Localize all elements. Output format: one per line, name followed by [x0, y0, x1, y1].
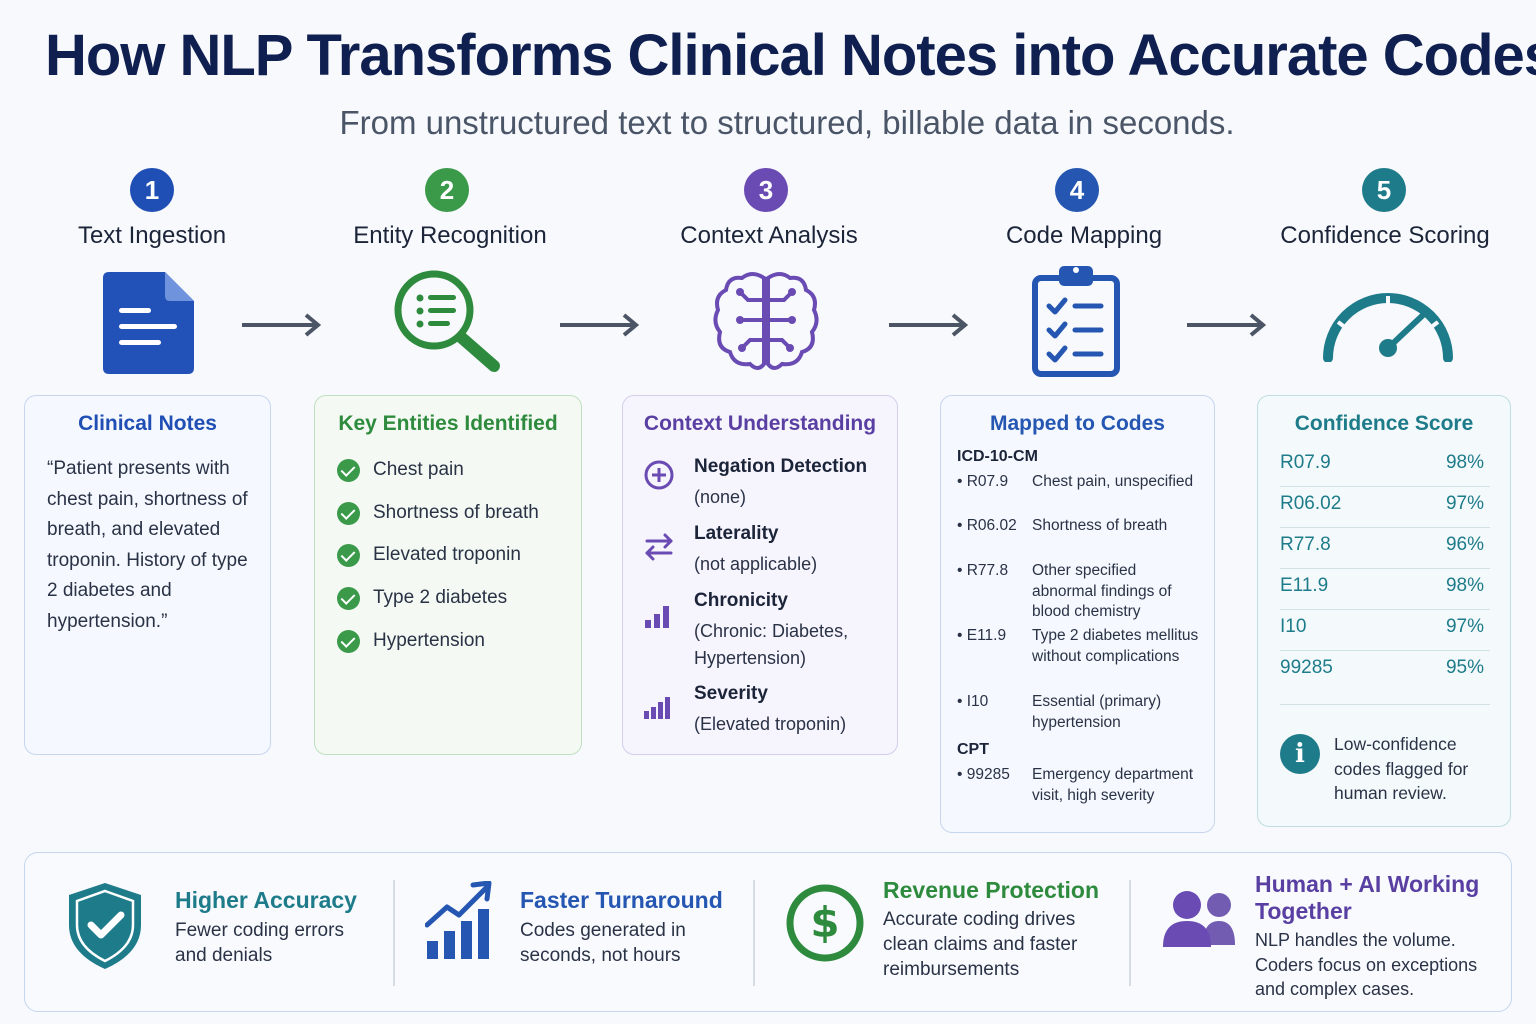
context-detail: (Elevated troponin): [694, 714, 847, 734]
dollar-circle-icon: $: [786, 884, 864, 962]
benefit-description: Codes generated in seconds, not hours: [520, 920, 686, 966]
step-number-3: 3: [744, 168, 788, 212]
icd-section-label: ICD-10-CM: [957, 448, 1038, 465]
dollar-symbol: $: [810, 898, 839, 947]
benefit-divider: [1129, 880, 1131, 986]
people-icon: [1163, 891, 1235, 947]
benefit-human-ai: Human + AI Working Together NLP handles …: [1131, 853, 1511, 1013]
context-card: Context Understanding Negation Detection…: [622, 395, 898, 755]
flow-arrow-1: [242, 313, 322, 337]
context-heading: Negation Detection: [694, 456, 868, 477]
plus-circle-icon: [644, 460, 674, 490]
entities-title: Key Entities Identified: [338, 412, 558, 435]
check-icon: [337, 458, 360, 482]
benefit-divider: [393, 880, 395, 986]
benefit-higher-accuracy: Higher Accuracy Fewer coding errors and …: [25, 853, 393, 1013]
entity-item: Elevated troponin: [337, 542, 521, 568]
clipboard-checklist-icon: [1032, 266, 1120, 377]
check-icon: [337, 629, 360, 653]
step-label-2: Entity Recognition: [353, 222, 547, 249]
context-detail: (none): [694, 487, 747, 507]
flow-arrow-2: [560, 313, 640, 337]
step-label-3: Context Analysis: [680, 222, 858, 249]
step-label-1: Text Ingestion: [77, 222, 227, 249]
step-label-4: Code Mapping: [1005, 222, 1163, 249]
clinical-notes-text: “Patient presents with chest pain, short…: [47, 458, 248, 632]
page-title: How NLP Transforms Clinical Notes into A…: [44, 23, 1536, 88]
context-heading: Chronicity: [694, 590, 788, 611]
bar-chart-icon: [645, 606, 669, 628]
shield-check-icon: [69, 883, 141, 969]
info-icon: i: [1280, 734, 1320, 774]
brain-circuit-icon: [713, 272, 819, 370]
step-number-4: 4: [1055, 168, 1099, 212]
flow-arrow-4: [1187, 313, 1267, 337]
context-title: Context Understanding: [643, 412, 877, 435]
check-icon: [337, 501, 360, 525]
benefit-title: Human + AI Working Together: [1255, 871, 1480, 924]
cpt-section-label: CPT: [957, 741, 989, 758]
benefit-title: Higher Accuracy: [175, 887, 357, 913]
flow-arrow-3: [889, 313, 969, 337]
benefits-panel: Higher Accuracy Fewer coding errors and …: [24, 852, 1512, 1012]
context-heading: Laterality: [694, 523, 779, 544]
benefit-description: Accurate coding drives clean claims and …: [883, 909, 1078, 980]
check-icon: [337, 543, 360, 567]
benefit-description: NLP handles the volume. Coders focus on …: [1255, 930, 1478, 999]
page-subtitle: From unstructured text to structured, bi…: [339, 104, 1235, 141]
swap-arrows-icon: [645, 533, 673, 561]
entity-item: Type 2 diabetes: [337, 585, 507, 611]
clinical-notes-card: Clinical Notes “Patient presents with ch…: [24, 395, 271, 755]
magnifier-list-icon: [394, 270, 500, 372]
check-icon: [337, 586, 360, 610]
confidence-title: Confidence Score: [1294, 412, 1474, 435]
step-number-5: 5: [1362, 168, 1406, 212]
benefit-title: Faster Turnaround: [520, 887, 723, 913]
benefit-revenue-protection: $ Revenue Protection Accurate coding dri…: [755, 853, 1129, 1013]
benefit-description: Fewer coding errors and denials: [175, 920, 344, 966]
growth-chart-icon: [425, 881, 492, 959]
entity-item: Shortness of breath: [337, 500, 539, 526]
step-number-1: 1: [130, 168, 174, 212]
entities-card: Key Entities Identified Chest pain Short…: [314, 395, 582, 755]
review-note: Low-confidence codes flagged for human r…: [1334, 734, 1469, 803]
gauge-icon: [1323, 293, 1453, 362]
step-number-2: 2: [425, 168, 469, 212]
context-heading: Severity: [694, 683, 768, 704]
context-detail: (Chronic: Diabetes, Hypertension): [694, 621, 849, 668]
entity-item: Hypertension: [337, 628, 485, 654]
codes-title: Mapped to Codes: [989, 412, 1165, 435]
context-detail: (not applicable): [694, 554, 818, 574]
step-label-5: Confidence Scoring: [1280, 222, 1490, 249]
benefit-faster-turnaround: Faster Turnaround Codes generated in sec…: [395, 853, 753, 1013]
entity-item: Chest pain: [337, 457, 464, 483]
bar-chart-icon: [644, 697, 670, 719]
document-icon: [103, 272, 194, 374]
benefit-title: Revenue Protection: [883, 877, 1099, 903]
clinical-notes-title: Clinical Notes: [78, 412, 217, 435]
benefit-divider: [753, 880, 755, 986]
